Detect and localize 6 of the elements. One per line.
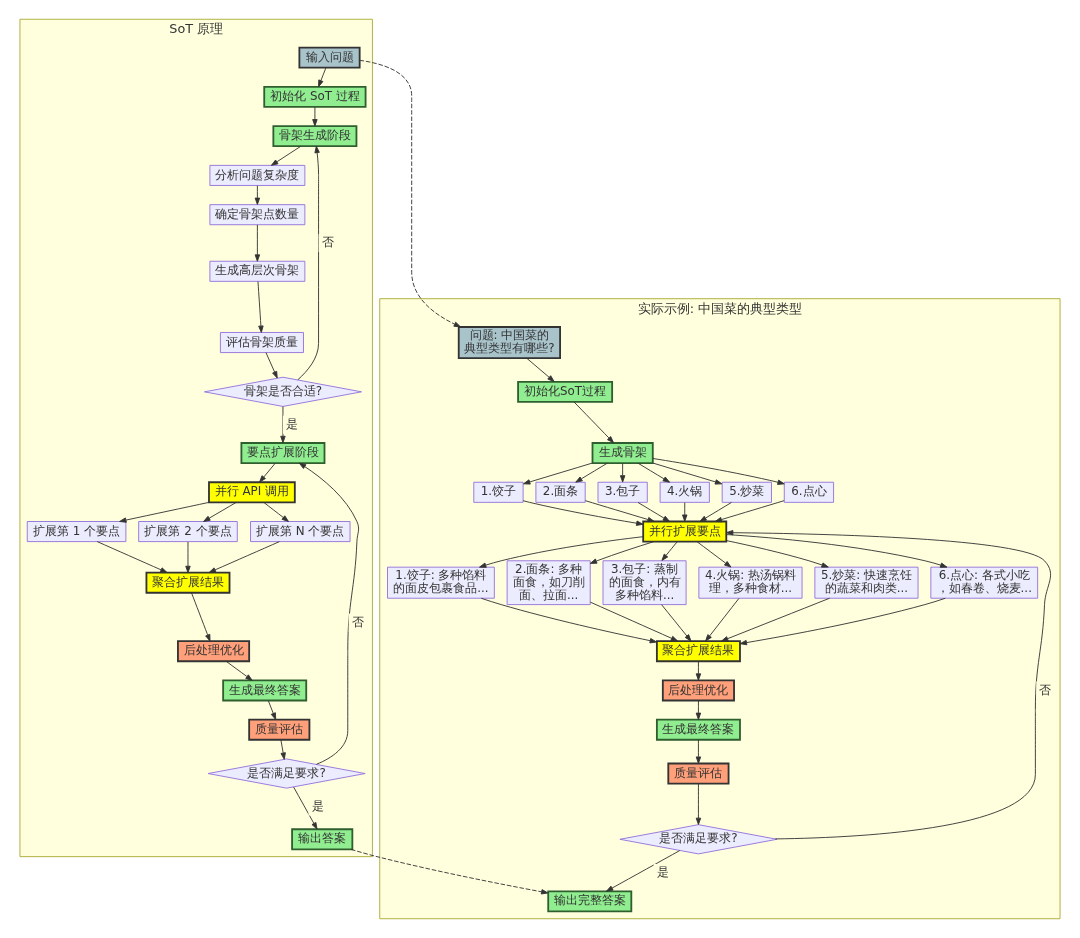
edge-label: 否 <box>351 614 364 629</box>
edge-label: 否 <box>1039 682 1052 697</box>
edge-label: 是 <box>656 865 669 880</box>
edge-label: 否 <box>321 235 334 250</box>
edge-label: 是 <box>286 416 299 431</box>
edge-label: 是 <box>311 798 324 813</box>
